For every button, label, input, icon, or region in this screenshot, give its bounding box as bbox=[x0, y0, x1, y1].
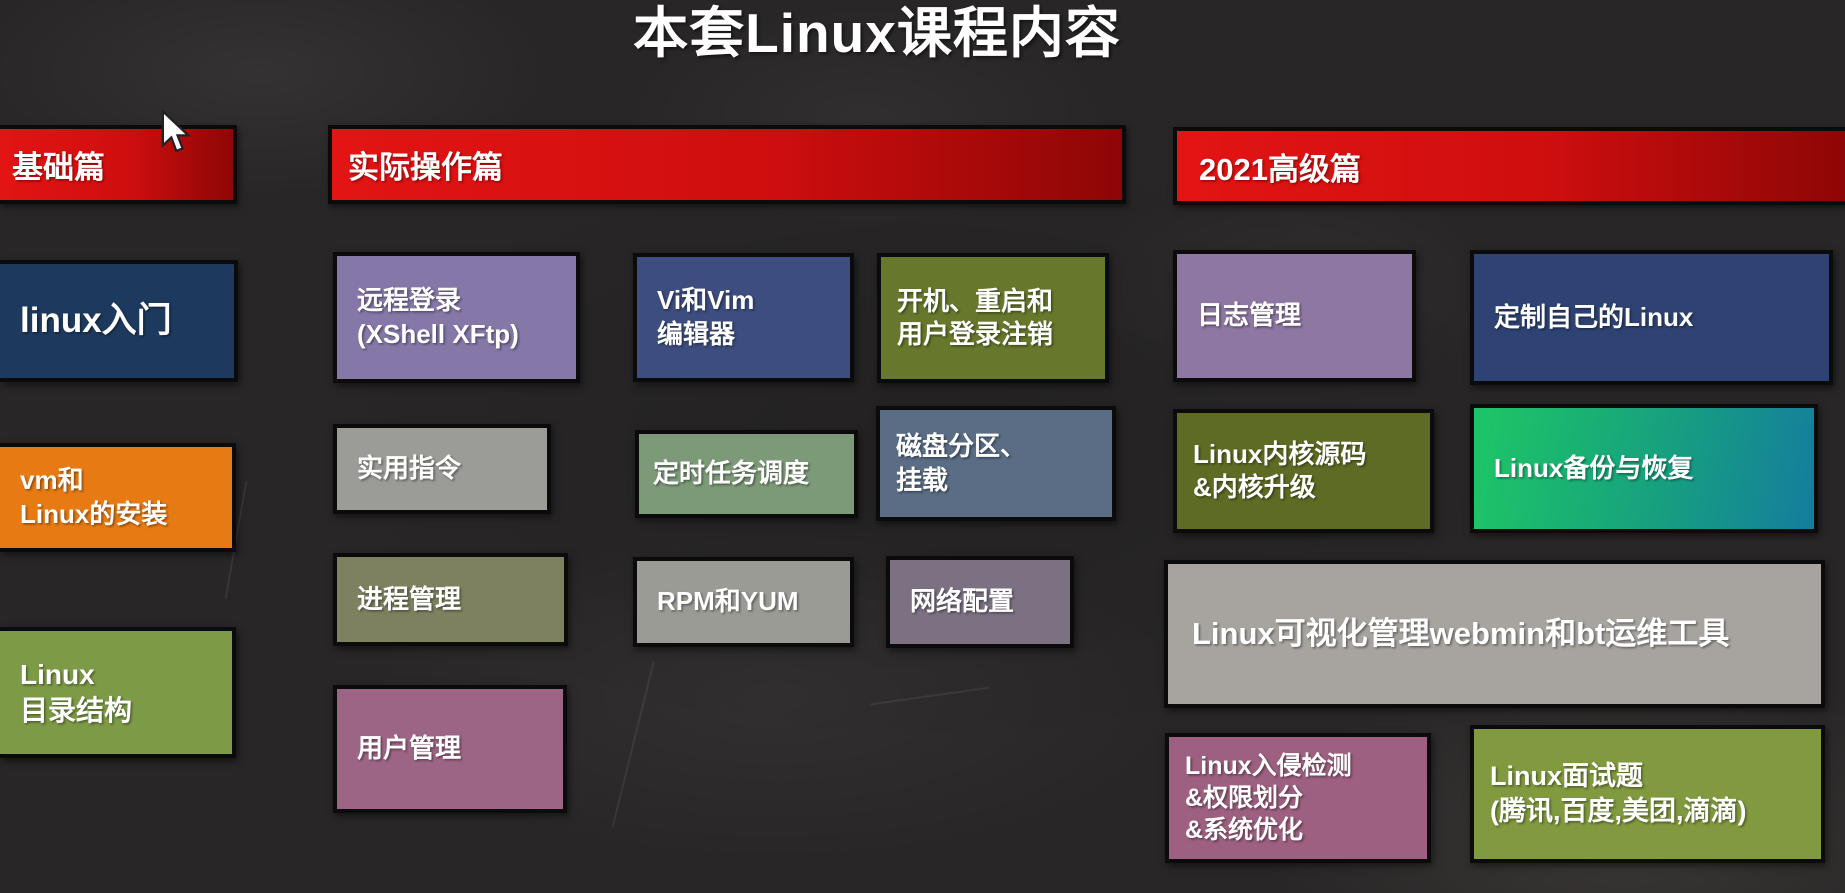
course-box-interview-questions: Linux面试题 (腾讯,百度,美团,滴滴) bbox=[1470, 725, 1825, 863]
chalk-scratch bbox=[611, 662, 655, 828]
chalk-scratch bbox=[870, 686, 990, 706]
course-box-disk-partition-mount: 磁盘分区、 挂载 bbox=[876, 406, 1116, 521]
mouse-cursor-icon bbox=[161, 110, 192, 153]
course-box-practical-commands: 实用指令 bbox=[333, 424, 551, 514]
course-box-custom-linux: 定制自己的Linux bbox=[1470, 250, 1833, 385]
course-box-process-management: 进程管理 bbox=[333, 553, 568, 646]
course-box-log-management: 日志管理 bbox=[1173, 250, 1416, 382]
header-practical: 实际操作篇 bbox=[328, 125, 1126, 204]
course-box-remote-login: 远程登录 (XShell XFtp) bbox=[333, 252, 580, 383]
course-box-kernel-source-upgrade: Linux内核源码 &内核升级 bbox=[1173, 409, 1434, 533]
course-box-vi-vim-editor: Vi和Vim 编辑器 bbox=[633, 253, 854, 382]
course-box-vm-linux-install: vm和 Linux的安装 bbox=[0, 443, 236, 552]
course-box-intrusion-detection: Linux入侵检测 &权限划分 &系统优化 bbox=[1165, 733, 1431, 863]
header-basics: 基础篇 bbox=[0, 125, 237, 204]
course-box-scheduled-task: 定时任务调度 bbox=[635, 430, 858, 518]
course-box-boot-reboot-login-logout: 开机、重启和 用户登录注销 bbox=[877, 253, 1109, 383]
course-box-network-config: 网络配置 bbox=[886, 556, 1074, 648]
course-box-linux-directory-structure: Linux 目录结构 bbox=[0, 627, 236, 758]
course-box-user-management: 用户管理 bbox=[333, 685, 567, 813]
course-box-backup-restore: Linux备份与恢复 bbox=[1470, 404, 1818, 533]
header-advanced: 2021高级篇 bbox=[1173, 127, 1845, 205]
course-box-linux-intro: linux入门 bbox=[0, 260, 238, 382]
page-title: 本套Linux课程内容 bbox=[633, 2, 1121, 64]
course-box-rpm-yum: RPM和YUM bbox=[633, 557, 854, 647]
course-box-webmin-bt-tools: Linux可视化管理webmin和bt运维工具 bbox=[1164, 560, 1825, 708]
